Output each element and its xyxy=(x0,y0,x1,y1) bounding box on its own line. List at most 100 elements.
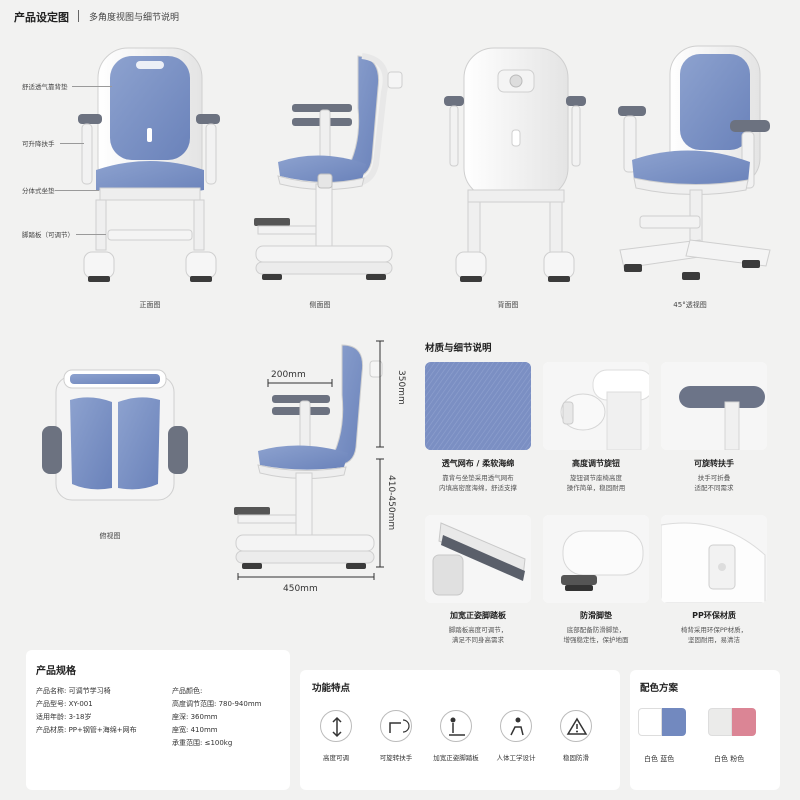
material-card-armrest xyxy=(661,362,767,450)
material-card-footpad xyxy=(543,515,649,603)
material-desc-line: 满足不同身高需求 xyxy=(452,636,504,644)
page-title: 产品设定图 xyxy=(14,11,69,24)
material-mesh-text: 透气网布 / 柔软海绵 靠背与坐垫采用透气网布 内填高密度海绵，舒适支撑 xyxy=(413,458,543,493)
height-adjust-icon xyxy=(320,710,352,742)
armrest-image xyxy=(661,362,767,450)
annotation-line xyxy=(72,86,112,87)
material-desc-line: 脚踏板高度可调节， xyxy=(448,626,508,634)
spec-line: 座深: 360mm xyxy=(172,713,218,721)
spec-line: 产品名称: 可调节学习椅 xyxy=(36,687,111,695)
front-view-chair xyxy=(78,47,220,282)
footrest-icon xyxy=(440,710,472,742)
swatch-white xyxy=(638,708,662,736)
material-pp-text: PP环保材质 椅背采用环保PP材质， 坚固耐用，易清洁 xyxy=(649,610,779,645)
rotate-armrest-icon xyxy=(380,710,412,742)
material-name: 加宽正姿脚踏板 xyxy=(450,611,506,620)
annotation-footrest: 脚踏板（可调节） xyxy=(22,231,74,239)
swatch-blue xyxy=(662,708,686,736)
color-swatch-blue xyxy=(638,708,686,736)
specs-title: 产品规格 xyxy=(36,666,76,677)
material-desc-line: 坚固耐用，易清洁 xyxy=(688,636,740,644)
annotation-seat: 分体式坐垫 xyxy=(22,187,55,195)
dimension-backrest-width: 200mm xyxy=(271,370,306,380)
specs-panel: 产品规格 产品名称: 可调节学习椅 产品型号: XY-001 适用年龄: 3-1… xyxy=(26,650,290,790)
material-desc-line: 靠背与坐垫采用透气网布 xyxy=(442,474,514,482)
perspective-view-chair xyxy=(618,45,771,280)
header-divider xyxy=(78,10,79,22)
color-swatch-pink xyxy=(708,708,756,736)
material-name: 透气网布 / 柔软海绵 xyxy=(441,459,515,468)
spec-line: 产品颜色: xyxy=(172,687,203,695)
material-name: 高度调节旋钮 xyxy=(572,459,620,468)
material-desc-line: 增强稳定性，保护地面 xyxy=(563,636,629,644)
caption-top: 俯视图 xyxy=(99,532,121,540)
material-card-pp xyxy=(661,515,767,603)
annotation-backrest: 舒适透气靠背垫 xyxy=(22,83,68,91)
specs-right-column: 产品颜色: 高度调节范围: 780-940mm 座深: 360mm 座宽: 41… xyxy=(172,686,261,751)
anti-slip-icon xyxy=(560,710,592,742)
material-knob-text: 高度调节旋钮 旋钮调节座椅高度 操作简单，稳固耐用 xyxy=(531,458,661,493)
caption-front: 正面图 xyxy=(139,301,161,309)
spec-line: 产品型号: XY-001 xyxy=(36,700,93,708)
mesh-texture-image xyxy=(425,362,531,450)
specs-left-column: 产品名称: 可调节学习椅 产品型号: XY-001 适用年龄: 3-18岁 产品… xyxy=(36,686,137,738)
annotation-line xyxy=(55,190,99,191)
material-name: PP环保材质 xyxy=(692,611,736,620)
caption-back: 背面图 xyxy=(497,301,519,309)
function-footrest: 加宽正姿脚踏板 xyxy=(428,710,484,762)
material-desc-line: 底部配备防滑脚垫， xyxy=(566,626,626,634)
spec-line: 高度调节范围: 780-940mm xyxy=(172,700,262,708)
side-view-chair xyxy=(254,53,403,280)
functions-row: 高度可调 可旋转扶手 加宽正姿脚踏板 人体工学设计 稳固防滑 xyxy=(308,710,604,762)
material-desc-line: 旋钮调节座椅高度 xyxy=(570,474,622,482)
material-card-mesh xyxy=(425,362,531,450)
material-desc-line: 适配不同需求 xyxy=(694,484,734,492)
swatch-pink xyxy=(732,708,756,736)
function-rotate-armrest: 可旋转扶手 xyxy=(368,710,424,762)
function-ergonomic: 人体工学设计 xyxy=(488,710,544,762)
materials-title: 材质与细节说明 xyxy=(425,343,492,354)
color-label: 白色 蓝色 xyxy=(644,755,675,763)
ergonomic-icon xyxy=(500,710,532,742)
foot-pad-image xyxy=(543,515,649,603)
caption-perspective: 45°透视图 xyxy=(673,301,707,309)
functions-title: 功能特点 xyxy=(312,683,351,694)
material-armrest-text: 可旋转扶手 扶手可折叠 适配不同需求 xyxy=(649,458,779,493)
page-subtitle: 多角度视图与细节说明 xyxy=(89,13,180,23)
spec-line: 承重范围: ≤100kg xyxy=(172,739,233,747)
functions-panel: 功能特点 高度可调 可旋转扶手 加宽正姿脚踏板 人体工学设计 xyxy=(300,670,620,790)
spec-line: 产品材质: PP+钢管+海绵+网布 xyxy=(36,726,137,734)
spec-line: 座宽: 410mm xyxy=(172,726,218,734)
caption-side: 侧面图 xyxy=(309,301,331,309)
colors-panel: 配色方案 白色 蓝色 白色 粉色 xyxy=(630,670,780,790)
spec-line: 适用年龄: 3-18岁 xyxy=(36,713,92,721)
function-label: 可旋转扶手 xyxy=(379,754,413,762)
annotation-line xyxy=(76,234,106,235)
function-label: 高度可调 xyxy=(323,754,349,762)
material-footpad-text: 防滑脚垫 底部配备防滑脚垫， 增强稳定性，保护地面 xyxy=(531,610,661,645)
function-height: 高度可调 xyxy=(308,710,364,762)
function-anti-slip: 稳固防滑 xyxy=(548,710,604,762)
material-name: 可旋转扶手 xyxy=(694,459,734,468)
top-view-chair xyxy=(42,369,188,501)
material-desc-line: 扶手可折叠 xyxy=(697,474,731,482)
material-desc-line: 椅背采用环保PP材质， xyxy=(680,626,748,634)
annotation-armrest: 可升降扶手 xyxy=(22,140,55,148)
footrest-image xyxy=(425,515,531,603)
material-footrest-text: 加宽正姿脚踏板 脚踏板高度可调节， 满足不同身高需求 xyxy=(413,610,543,645)
dimension-base-width: 450mm xyxy=(283,584,318,594)
swatch-white xyxy=(708,708,732,736)
annotation-line xyxy=(60,143,84,144)
dimension-backrest-height: 350mm xyxy=(396,370,406,405)
back-view-chair xyxy=(444,47,586,282)
material-card-footrest xyxy=(425,515,531,603)
material-name: 防滑脚垫 xyxy=(580,611,612,620)
function-label: 加宽正姿脚踏板 xyxy=(433,754,479,762)
function-label: 人体工学设计 xyxy=(496,754,536,762)
pp-material-image xyxy=(661,515,767,603)
material-desc-line: 操作简单，稳固耐用 xyxy=(566,484,626,492)
dimension-seat-height: 410-450mm xyxy=(386,475,396,531)
material-desc-line: 内填高密度海绵，舒适支撑 xyxy=(439,484,517,492)
dimension-chair xyxy=(234,340,384,580)
colors-title: 配色方案 xyxy=(640,683,679,694)
